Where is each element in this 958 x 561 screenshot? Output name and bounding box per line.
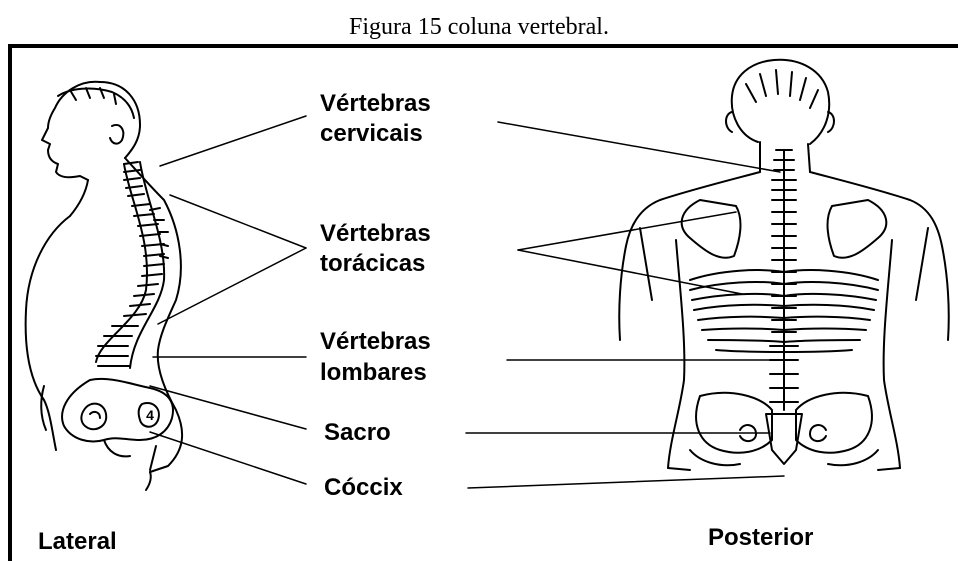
label-lumbar-line2: lombares	[320, 357, 427, 388]
lateral-body-outline	[26, 82, 182, 490]
posterior-spine	[770, 150, 798, 410]
sacrum-marker-number: 4	[146, 407, 154, 423]
leader-lines	[150, 116, 784, 488]
view-label-posterior: Posterior	[708, 522, 813, 553]
label-cervical-line2: cervicais	[320, 118, 423, 149]
label-thoracic-line1: Vértebras	[320, 218, 431, 249]
label-cervical-line1: Vértebras	[320, 88, 431, 119]
label-sacrum: Sacro	[324, 417, 391, 448]
lateral-pelvis	[62, 379, 173, 470]
label-coccyx: Cóccix	[324, 472, 403, 503]
view-label-lateral: Lateral	[38, 526, 117, 557]
label-thoracic-line2: torácicas	[320, 248, 425, 279]
label-lumbar-line1: Vértebras	[320, 326, 431, 357]
